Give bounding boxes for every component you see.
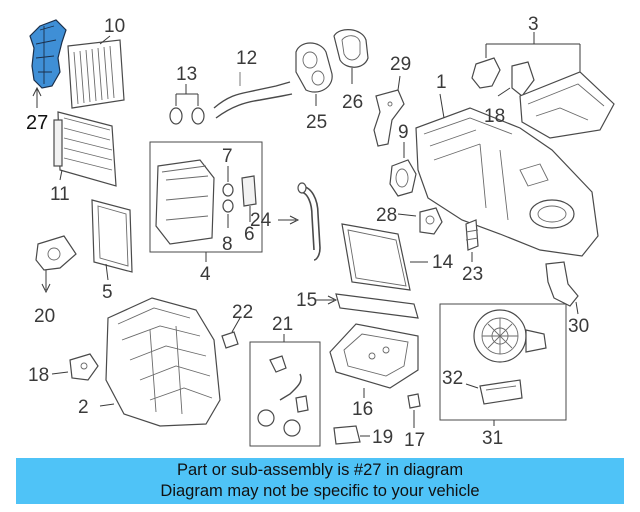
callout-25: 25: [306, 112, 327, 133]
callout-8: 8: [222, 234, 233, 255]
callout-1: 1: [436, 72, 447, 93]
parts-diagram: 27 10 11 5 20 7 8: [26, 14, 615, 451]
part-25[interactable]: [295, 42, 333, 93]
part-16[interactable]: [329, 323, 419, 389]
callout-21: 21: [272, 314, 293, 335]
callout-10: 10: [104, 16, 125, 37]
part-10[interactable]: [67, 39, 125, 109]
part-11[interactable]: [53, 111, 117, 187]
callout-2: 2: [78, 397, 89, 418]
callout-15: 15: [296, 290, 317, 311]
part-2[interactable]: [105, 297, 221, 427]
part-21[interactable]: [257, 355, 309, 437]
callout-22: 22: [232, 302, 253, 323]
callout-14: 14: [432, 252, 454, 273]
callout-16: 16: [352, 399, 373, 420]
part-17[interactable]: [407, 393, 421, 409]
callout-32: 32: [442, 368, 463, 389]
callout-7: 7: [222, 146, 233, 167]
caption-banner: Part or sub-assembly is #27 in diagram D…: [16, 458, 624, 504]
part-12[interactable]: [213, 72, 293, 119]
part-26[interactable]: [333, 29, 369, 68]
part-29[interactable]: [373, 89, 405, 147]
callout-27: 27: [26, 112, 48, 134]
part-18-lower[interactable]: [69, 353, 99, 381]
part-6[interactable]: [241, 175, 257, 207]
part-15[interactable]: [335, 293, 419, 319]
callout-3: 3: [528, 14, 539, 35]
part-3[interactable]: [471, 57, 615, 139]
part-7[interactable]: [222, 183, 234, 197]
callout-9: 9: [398, 122, 409, 143]
part-30[interactable]: [545, 261, 579, 307]
callout-24: 24: [250, 210, 272, 231]
callout-17: 17: [404, 430, 425, 451]
callout-6: 6: [244, 224, 255, 245]
part-9[interactable]: [389, 159, 417, 197]
part-24[interactable]: [297, 182, 321, 261]
callout-30: 30: [568, 316, 589, 337]
caption-line-1: Part or sub-assembly is #27 in diagram: [176, 461, 464, 479]
part-22[interactable]: [221, 331, 239, 349]
callout-31: 31: [482, 428, 503, 449]
part-32[interactable]: [479, 379, 523, 405]
part-27-duct[interactable]: [29, 19, 67, 89]
part-20[interactable]: [35, 235, 77, 271]
part-8[interactable]: [222, 199, 234, 213]
part-31-blower[interactable]: [473, 309, 547, 363]
part-5[interactable]: [91, 199, 133, 273]
part-28[interactable]: [419, 207, 443, 235]
caption-line-2: Diagram may not be specific to your vehi…: [160, 482, 480, 500]
part-13[interactable]: [169, 107, 205, 125]
callout-29: 29: [390, 54, 411, 75]
callout-19: 19: [372, 427, 393, 448]
part-4[interactable]: [155, 159, 215, 245]
part-23[interactable]: [465, 219, 479, 251]
part-1[interactable]: [415, 107, 599, 257]
callout-4: 4: [200, 264, 211, 285]
callout-28: 28: [376, 205, 397, 226]
callout-23: 23: [462, 264, 483, 285]
callout-20: 20: [34, 306, 55, 327]
part-14[interactable]: [341, 223, 411, 291]
callout-13: 13: [176, 64, 197, 85]
part-19[interactable]: [333, 425, 361, 445]
callout-26: 26: [342, 92, 363, 113]
callout-18-lower: 18: [28, 365, 49, 386]
callout-11: 11: [50, 184, 70, 205]
callout-12: 12: [236, 48, 257, 69]
callout-18-top: 18: [484, 106, 505, 127]
callout-5: 5: [102, 282, 113, 303]
